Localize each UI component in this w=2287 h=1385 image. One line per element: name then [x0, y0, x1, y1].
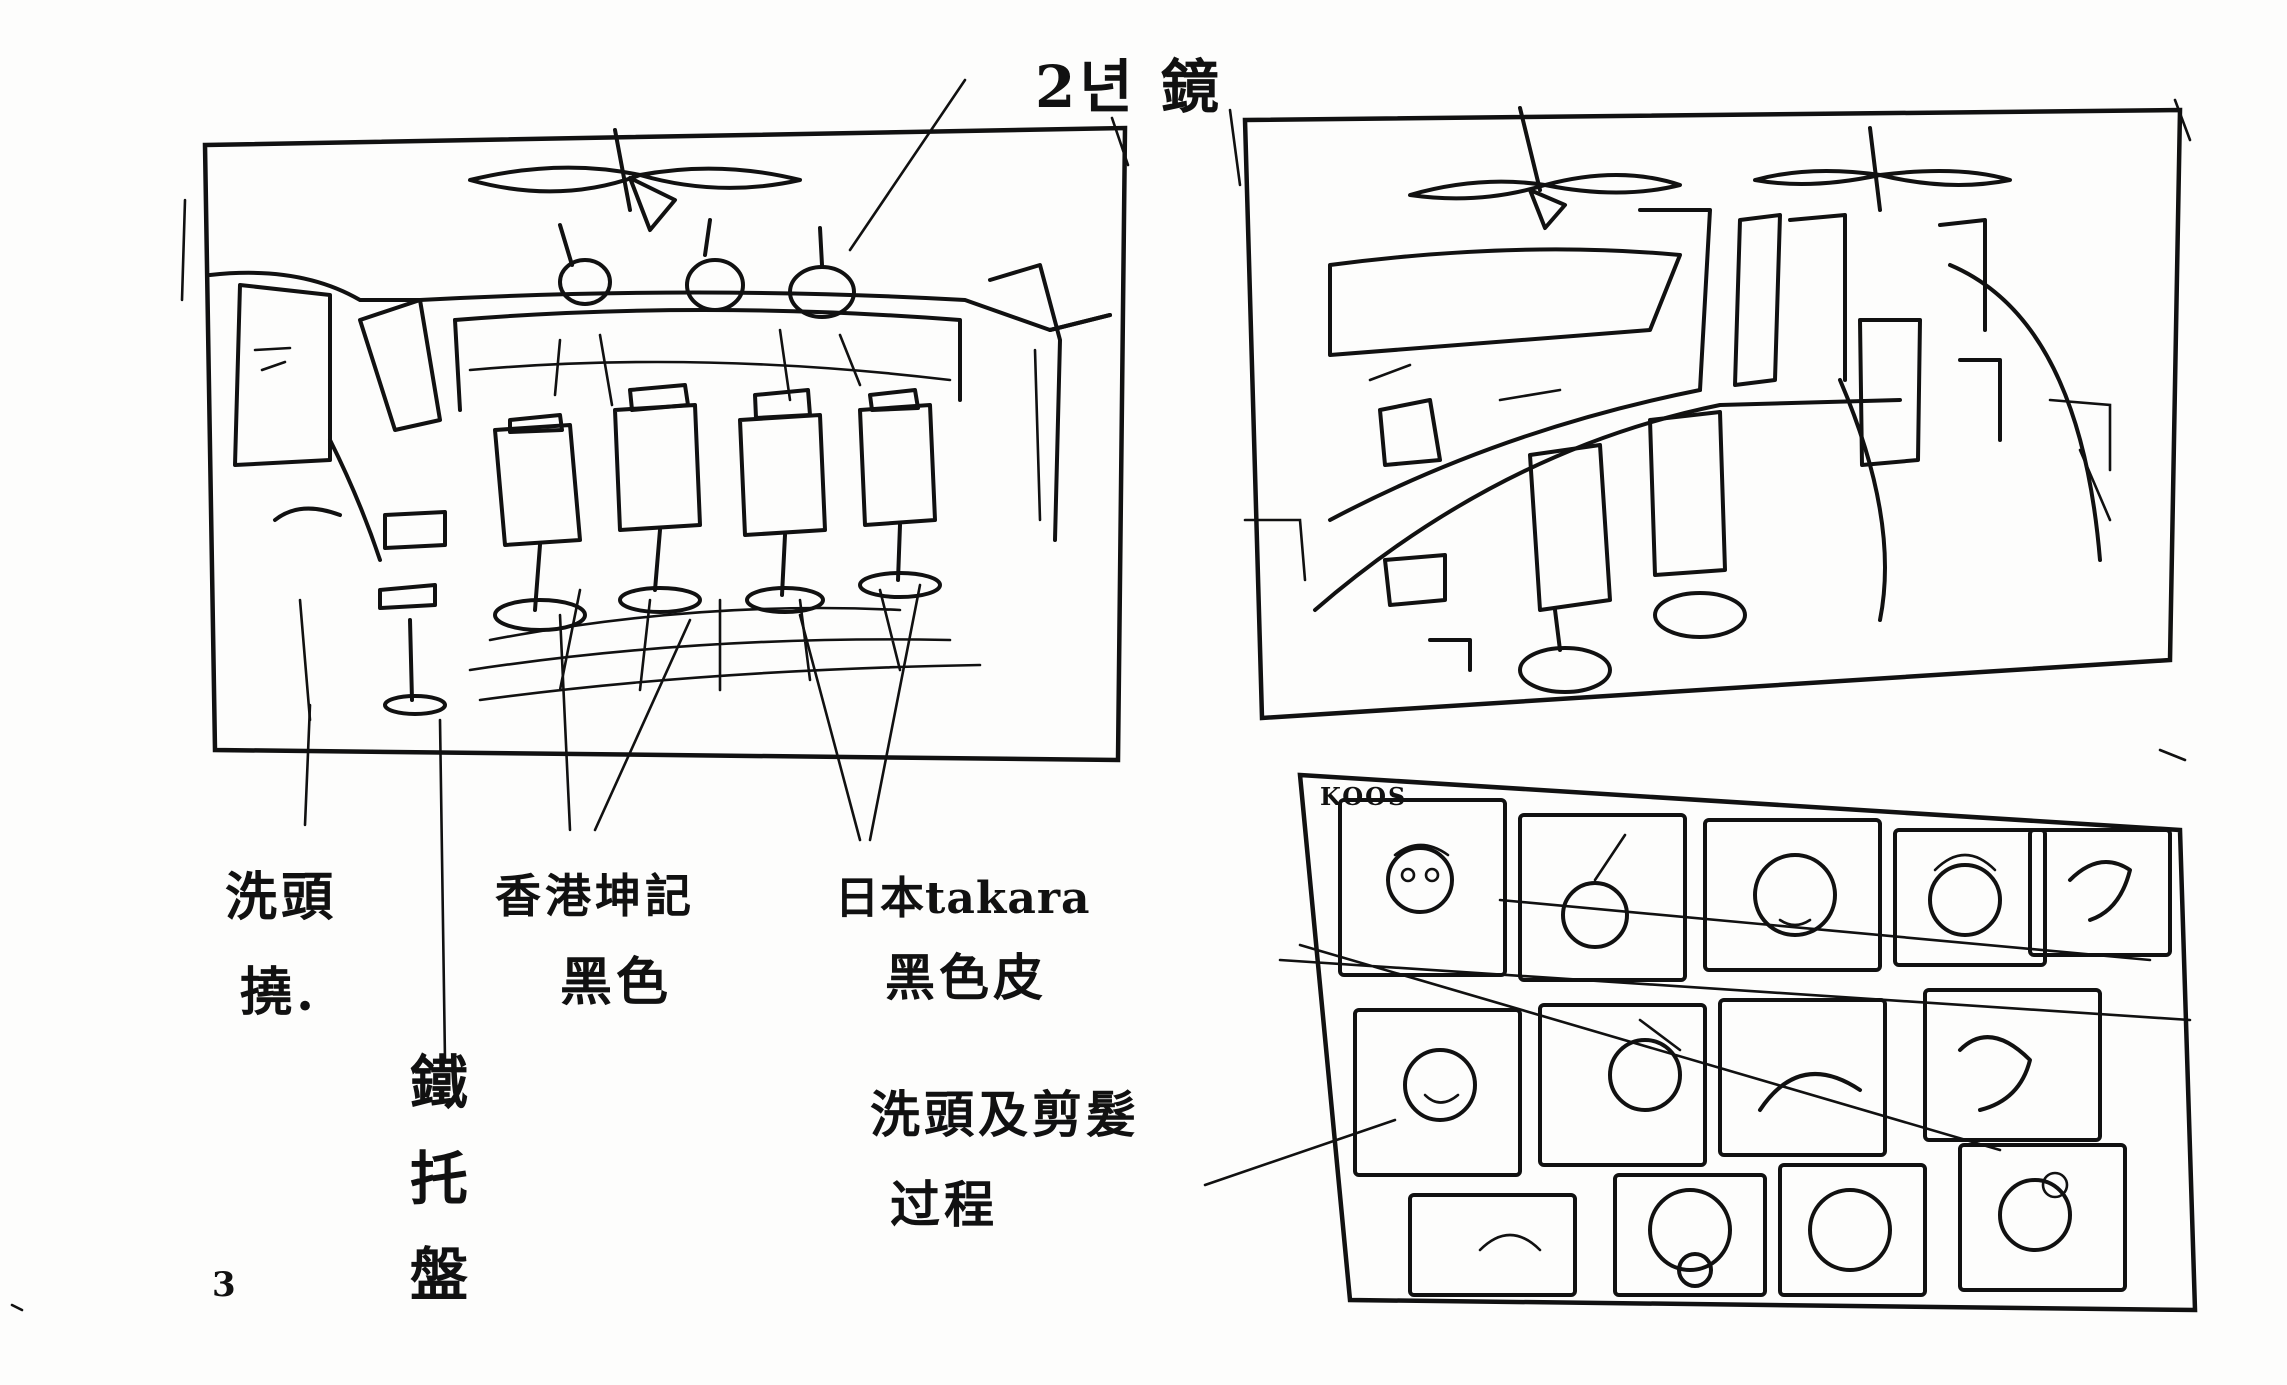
label-takara-leather: 黑色皮: [885, 948, 1047, 1007]
barber-chair-angle: [1378, 398, 1472, 672]
label-wash-cut-process: 洗頭及剪髮: [870, 1085, 1140, 1144]
ceiling-fan-icon: [1753, 126, 2012, 212]
ceiling-fan-icon: [468, 128, 802, 232]
barber-chair-2: [613, 383, 702, 614]
barber-chair-4: [858, 388, 942, 599]
grid-tag: KOOS: [1320, 782, 1408, 811]
label-process: 过程: [890, 1175, 998, 1234]
thumbnail-frame: [1778, 1163, 1927, 1297]
label-wash-chair-2: 撓.: [240, 962, 319, 1023]
thumbnail-frame: [1538, 1003, 1707, 1167]
thumbnail-frame: [1353, 1008, 1522, 1177]
panel-process-grid: [1203, 772, 2198, 1313]
label-mirror: 2년 鏡: [1035, 53, 1223, 121]
thumbnail-frame: [1408, 1193, 1577, 1297]
label-hk-color: 黑色: [560, 952, 673, 1013]
face-sketch-icon: [1386, 833, 2132, 1288]
thumbnail-frame: [2028, 828, 2172, 957]
thumbnail-frame: [1703, 818, 1882, 972]
thumbnail-frame: [1613, 1173, 1767, 1297]
barber-chair-angle: [1648, 410, 1747, 639]
barber-chair-1: [493, 413, 587, 632]
label-iron-tray: 鐵托盤: [410, 1049, 473, 1309]
thumbnail-frame: [1923, 988, 2102, 1142]
barber-chair-angle: [1858, 318, 2002, 467]
label-hk-brand: 香港坤記: [495, 869, 695, 923]
panel-salon-front-view: [180, 78, 1130, 1062]
ceiling-fan-icon: [1408, 106, 1682, 230]
trolley-icon: [378, 510, 447, 716]
hanging-lamp-icon: [558, 218, 856, 319]
barber-chair-3: [738, 388, 827, 614]
corner-mark: 3: [212, 1265, 240, 1305]
panel-salon-angle-view: [1228, 98, 2192, 721]
barber-chair-angle: [1518, 443, 1612, 694]
thumbnail-frame: [1958, 1143, 2127, 1292]
thumbnail-frame: [1338, 798, 1507, 977]
thumbnail-frame: [1518, 813, 1687, 982]
label-wash-chair-1: 洗頭: [225, 867, 338, 928]
label-takara-brand: 日本takara: [835, 873, 1091, 924]
thumbnail-frame: [1893, 828, 2047, 967]
floor-tiles: [468, 588, 982, 702]
thumbnail-frame: [1718, 998, 1887, 1157]
